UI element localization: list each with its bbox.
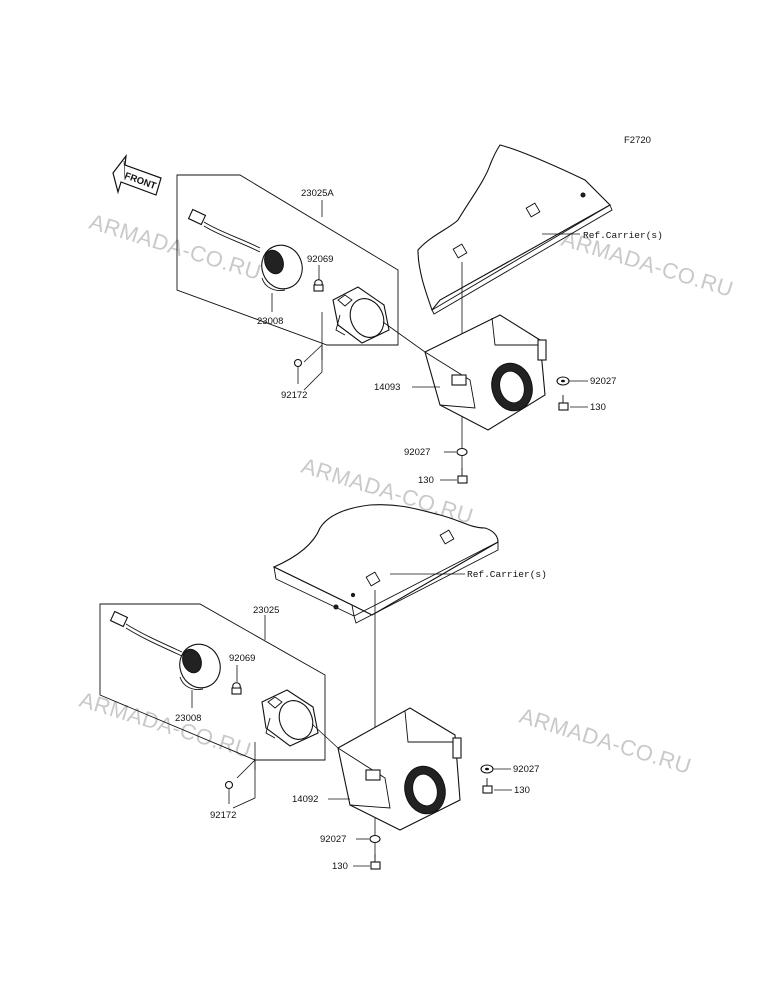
bulb-label-upper: 92069 bbox=[307, 254, 333, 265]
carrier-ref-upper: Ref.Carrier(s) bbox=[583, 230, 663, 241]
carrier-plate-upper bbox=[417, 144, 613, 315]
carrier-plate-lower bbox=[272, 504, 499, 624]
assembly-box-upper bbox=[176, 174, 399, 346]
bolt-side-label-lower: 130 bbox=[514, 785, 530, 796]
washer-bottom-label-upper: 92027 bbox=[404, 447, 430, 458]
carrier-ref-lower: Ref.Carrier(s) bbox=[467, 569, 547, 580]
washer-bottom-label-lower: 92027 bbox=[320, 834, 346, 845]
bracket-14092[interactable] bbox=[337, 707, 462, 831]
socket-23008-upper[interactable] bbox=[256, 239, 309, 294]
bolt-bottom-upper-icon bbox=[457, 468, 468, 484]
screw-label-lower: 92172 bbox=[210, 810, 236, 821]
watermark-5: ARMADA-CO.RU bbox=[517, 703, 695, 779]
bolt-side-label-upper: 130 bbox=[590, 402, 606, 413]
bolt-bottom-lower-icon bbox=[370, 854, 381, 870]
screw-lower-icon bbox=[224, 780, 234, 790]
washer-bottom-lower-icon bbox=[369, 834, 381, 844]
bolt-bottom-label-upper: 130 bbox=[418, 475, 434, 486]
washer-side-label-lower: 92027 bbox=[513, 764, 539, 775]
bracket-label-upper: 14093 bbox=[374, 382, 400, 393]
diagram-code: F2720 bbox=[624, 135, 651, 146]
lamp-housing-lower[interactable] bbox=[261, 689, 319, 747]
watermark-4: ARMADA-CO.RU bbox=[77, 687, 255, 763]
bolt-bottom-label-lower: 130 bbox=[332, 861, 348, 872]
bulb-label-lower: 92069 bbox=[229, 653, 255, 664]
bulb-92069-lower[interactable] bbox=[231, 682, 242, 695]
washer-side-label-upper: 92027 bbox=[590, 376, 616, 387]
screw-label-upper: 92172 bbox=[281, 390, 307, 401]
connector-lower-icon bbox=[109, 610, 183, 657]
washer-bottom-upper-icon bbox=[456, 447, 468, 457]
bolt-side-upper-icon bbox=[558, 395, 569, 411]
front-arrow-icon: FRONT bbox=[112, 153, 162, 196]
assembly-label-lower: 23025 bbox=[253, 605, 279, 616]
bolt-side-lower-icon bbox=[482, 778, 493, 794]
bulb-92069-upper[interactable] bbox=[313, 279, 324, 292]
assembly-label-upper: 23025A bbox=[301, 188, 334, 199]
lamp-housing-upper[interactable] bbox=[332, 286, 390, 344]
assembly-box-lower bbox=[99, 603, 326, 761]
bracket-14093[interactable] bbox=[424, 314, 547, 431]
connector-upper-icon bbox=[187, 208, 261, 253]
bracket-label-lower: 14092 bbox=[292, 794, 318, 805]
socket-label-upper: 23008 bbox=[257, 316, 283, 327]
screw-upper-icon bbox=[293, 358, 303, 368]
socket-23008-lower[interactable] bbox=[174, 638, 227, 693]
watermark-1: ARMADA-CO.RU bbox=[87, 209, 265, 285]
socket-label-lower: 23008 bbox=[175, 713, 201, 724]
